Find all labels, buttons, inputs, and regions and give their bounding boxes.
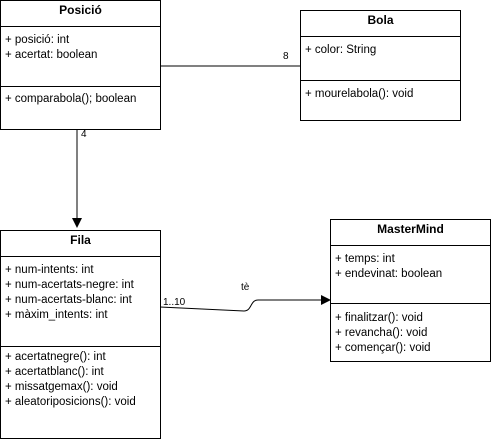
method: + finalitzar(): void — [335, 312, 423, 324]
method: + missatgemax(): void — [5, 381, 118, 393]
method-list: + comparabola(); boolean — [5, 92, 158, 107]
class-name: Bola — [367, 13, 394, 27]
method: + aleatoriposicions(): void — [5, 396, 136, 408]
class-bola[interactable]: Bola + color: String + mourelabola(): vo… — [300, 10, 461, 121]
attribute: + posició: int — [5, 34, 70, 46]
divider — [1, 26, 160, 27]
association-label: tè — [241, 282, 250, 293]
divider — [331, 303, 490, 304]
method: + revancha(): void — [335, 327, 428, 339]
attribute-list: + posició: int + acertat: boolean — [5, 33, 158, 63]
divider — [1, 256, 160, 257]
attribute: + endevinat: boolean — [335, 268, 443, 280]
method-list: + mourelabola(): void — [305, 87, 458, 102]
divider — [301, 36, 460, 37]
method: + mourelabola(): void — [305, 88, 414, 100]
attribute: + num-acertats-negre: int — [5, 279, 134, 291]
class-name: MasterMind — [377, 222, 444, 236]
attribute: + num-intents: int — [5, 264, 94, 276]
divider — [301, 80, 460, 81]
attribute: + color: String — [305, 44, 377, 56]
attribute-list: + temps: int + endevinat: boolean — [335, 252, 488, 282]
multiplicity-bola: 8 — [283, 51, 289, 62]
method-list: + finalitzar(): void + revancha(): void … — [335, 311, 488, 356]
divider — [331, 245, 490, 246]
method: + comparabola(); boolean — [5, 93, 137, 105]
divider — [1, 346, 160, 347]
class-posicio[interactable]: Posició + posició: int + acertat: boolea… — [0, 0, 161, 130]
class-name: Posició — [59, 3, 102, 17]
method: + començar(): void — [335, 342, 431, 354]
attribute: + num-acertats-blanc: int — [5, 294, 132, 306]
class-fila[interactable]: Fila + num-intents: int + num-acertats-n… — [0, 230, 161, 439]
multiplicity-fila: 4 — [81, 129, 87, 140]
attribute: + acertat: boolean — [5, 49, 98, 61]
class-mastermind[interactable]: MasterMind + temps: int + endevinat: boo… — [330, 219, 491, 362]
association-fila-mastermind — [159, 295, 331, 312]
attribute-list: + num-intents: int + num-acertats-negre:… — [5, 263, 158, 323]
method-list: + acertatnegre(): int + acertatblanc(): … — [5, 350, 158, 410]
attribute-list: + color: String — [305, 43, 458, 58]
class-name: Fila — [70, 233, 91, 247]
attribute: + màxim_intents: int — [5, 309, 108, 321]
divider — [1, 86, 160, 87]
method: + acertatblanc(): int — [5, 366, 104, 378]
multiplicity-mastermind: 1..10 — [163, 297, 186, 308]
method: + acertatnegre(): int — [5, 351, 106, 363]
attribute: + temps: int — [335, 253, 395, 265]
